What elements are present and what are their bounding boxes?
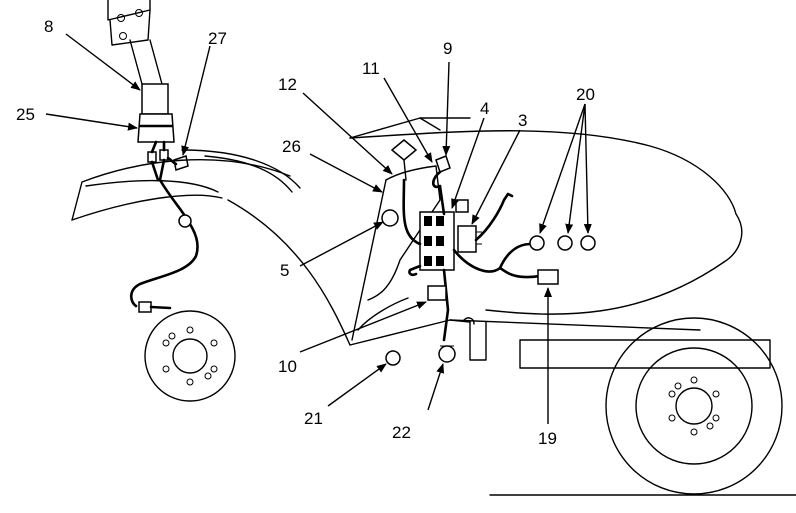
callout-11: 11 [362,59,380,78]
detached-fender-assembly [71,0,301,402]
main-wiring-harness [381,155,596,366]
callout-12: 12 [278,75,297,94]
callout-21: 21 [304,409,323,428]
callout-4: 4 [480,99,489,118]
callout-8: 8 [44,17,53,36]
callout-leaders [45,33,592,424]
callout-27: 27 [208,29,227,48]
callout-26: 26 [282,137,301,156]
callout-19: 19 [538,429,557,448]
callout-20: 20 [576,85,595,104]
callout-25: 25 [16,105,35,124]
callout-9: 9 [443,39,452,58]
callout-labels: 8 27 25 9 11 12 4 3 20 26 5 10 21 22 19 [16,17,595,448]
tractor-body [227,117,796,496]
callout-3: 3 [518,111,527,130]
callout-5: 5 [280,261,289,280]
callout-22: 22 [392,423,411,442]
callout-10: 10 [278,357,297,376]
